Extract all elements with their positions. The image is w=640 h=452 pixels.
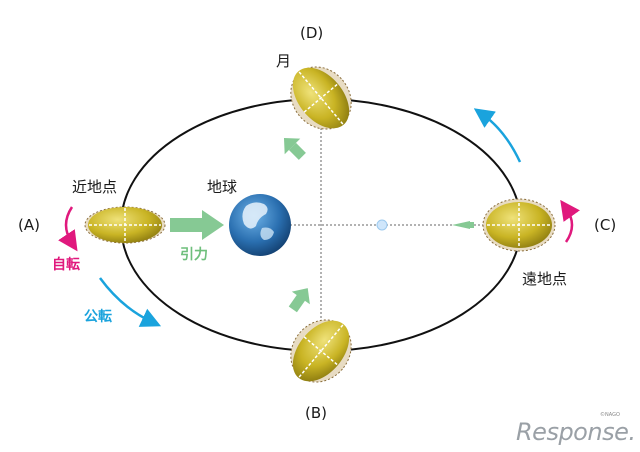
moon-c — [482, 198, 556, 252]
label-perigee: 近地点 — [72, 178, 118, 196]
gravity-arrow-c-shaft — [466, 222, 474, 228]
orbit-focus-point — [376, 219, 388, 231]
label-apogee: 遠地点 — [522, 270, 568, 288]
gravity-arrow-a — [170, 210, 224, 240]
label-position-a: (A) — [18, 216, 40, 234]
rotation-arrow-c — [560, 199, 580, 243]
revolution-arrow-top-right — [473, 108, 522, 163]
rotation-arrow-a — [58, 206, 78, 252]
moon-a — [84, 206, 166, 244]
label-position-b: (B) — [305, 404, 327, 422]
gravity-arrow-c — [452, 221, 474, 229]
label-earth: 地球 — [207, 178, 238, 196]
gravity-arrow-d — [283, 137, 306, 160]
label-gravity: 引力 — [180, 247, 208, 263]
credit-text: ©NAGO — [600, 412, 620, 418]
moon-b — [290, 319, 352, 383]
revolution-arrow-bottom-left — [98, 277, 162, 327]
label-position-d: (D) — [300, 24, 324, 42]
label-revolution: 公転 — [84, 309, 112, 325]
brand-watermark: Response. — [516, 418, 636, 446]
label-moon: 月 — [276, 52, 292, 70]
gravity-arrow-b — [288, 288, 310, 313]
moon-d — [290, 66, 352, 130]
label-position-c: (C) — [594, 216, 617, 234]
earth-globe — [229, 194, 291, 256]
label-rotation: 自転 — [52, 257, 80, 273]
